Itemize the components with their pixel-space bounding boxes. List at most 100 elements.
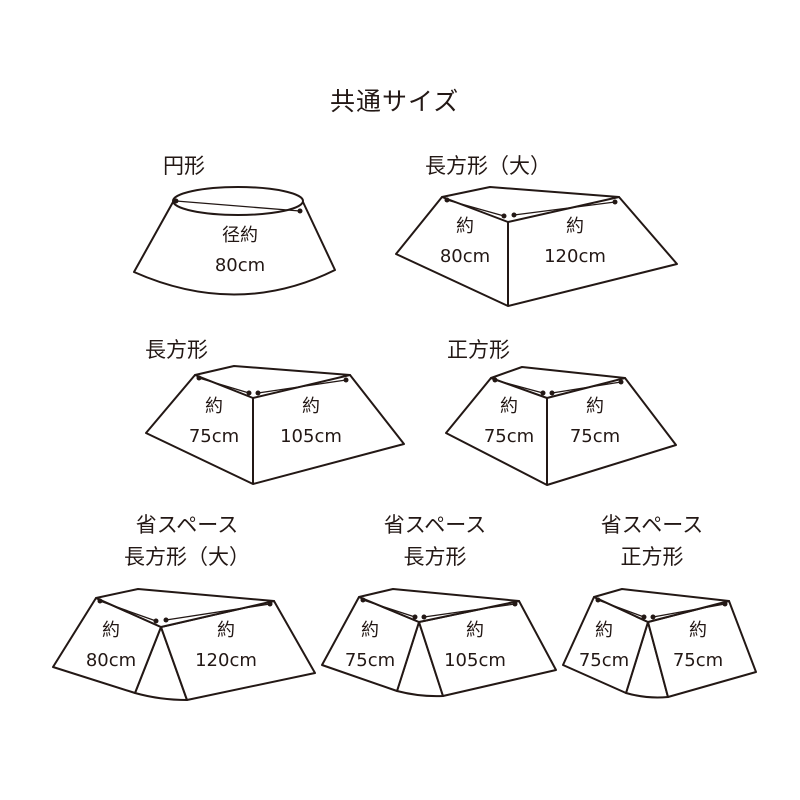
circle-shape-drawing (133, 186, 336, 296)
arrow-end-dot (343, 377, 349, 383)
page-title: 共通サイズ (330, 87, 460, 116)
space-square-depth-arrow (597, 599, 645, 618)
arrow-end-dot (97, 598, 103, 604)
dim-prefix: 約 (465, 620, 484, 641)
circle-diameter-label: 径約 80cm (215, 221, 265, 281)
square-width-arrow (551, 381, 622, 394)
dim-prefix: 約 (586, 396, 604, 417)
arrow-end-dot (595, 597, 601, 603)
space-square-width-arrow (652, 603, 726, 618)
arrow-end-dot (512, 601, 518, 607)
space-rect-depth-label: 約 75cm (345, 616, 395, 676)
dim-value: 120cm (195, 650, 257, 671)
dim-prefix: 約 (216, 620, 235, 641)
shape-name-rect: 長方形 (145, 338, 208, 362)
space-rect-large-width-arrow (165, 603, 271, 621)
space-rect-large-depth-label: 約 80cm (86, 616, 136, 676)
dim-prefix: 径約 (222, 225, 258, 246)
rect-shape-drawing (145, 365, 405, 485)
dim-prefix: 約 (595, 620, 613, 641)
arrow-end-dot (255, 390, 261, 396)
arrow-end-dot (722, 601, 728, 607)
shape-name-rect-large: 長方形（大） (425, 154, 551, 178)
arrow-end-dot (618, 379, 624, 385)
square-width-label: 約 75cm (570, 392, 620, 452)
shape-name-line-2: 長方形（大） (124, 545, 250, 569)
space-rect-large-shape-drawing (52, 588, 316, 701)
space-rect-large-depth-arrow (99, 600, 157, 622)
dim-prefix: 約 (205, 396, 223, 417)
dim-prefix: 約 (689, 620, 707, 641)
dim-value: 75cm (672, 650, 724, 671)
space-square-shape-drawing (562, 588, 757, 699)
shape-name-line-1: 省スペース (383, 513, 487, 537)
arrow-end-dot (511, 212, 517, 218)
shape-name-line-1: 省スペース (135, 513, 239, 537)
dim-prefix: 約 (456, 216, 474, 237)
circle-top (172, 186, 304, 216)
shape-name-space-square: 省スペース 正方形 (601, 509, 703, 573)
rect-top (194, 365, 351, 399)
dim-value: 75cm (483, 426, 535, 447)
dim-value: 105cm (280, 426, 342, 447)
rect-width-label: 約 105cm (280, 392, 342, 452)
arrow-end-dot (650, 614, 656, 620)
arrow-end-dot (360, 597, 366, 603)
circle-diameter-arrow (175, 200, 301, 212)
arrow-end-dot (267, 601, 273, 607)
dim-value: 80cm (214, 255, 266, 276)
dim-prefix: 約 (565, 216, 584, 237)
square-top (490, 366, 626, 399)
square-shape-drawing (445, 366, 677, 486)
arrow-end-dot (612, 199, 618, 205)
dim-prefix: 約 (500, 396, 518, 417)
space-rect-width-arrow (423, 603, 516, 618)
shape-name-line-1: 省スペース (600, 513, 704, 537)
shape-name-line-2: 長方形 (403, 545, 467, 569)
dim-value: 120cm (544, 246, 606, 267)
space-square-depth-label: 約 75cm (579, 616, 629, 676)
arrow-end-dot (492, 377, 498, 383)
space-square-top (593, 588, 730, 623)
square-depth-arrow (494, 379, 544, 394)
shape-name-circle: 円形 (163, 154, 205, 178)
arrow-end-dot (501, 213, 507, 219)
arrow-end-dot (246, 390, 252, 396)
shape-name-square: 正方形 (447, 338, 510, 362)
arrow-end-dot (412, 614, 418, 620)
arrow-end-dot (540, 390, 546, 396)
space-rect-top (358, 588, 520, 623)
rect-large-top (441, 186, 620, 223)
rect-large-depth-arrow (446, 199, 505, 217)
rect-large-width-arrow (513, 201, 616, 216)
dim-value: 75cm (188, 426, 240, 447)
shape-name-space-rect-large: 省スペース 長方形（大） (124, 509, 250, 573)
arrow-end-dot (163, 617, 169, 623)
dim-value: 105cm (444, 650, 506, 671)
rect-depth-label: 約 75cm (189, 392, 239, 452)
shape-name-line-2: 正方形 (620, 545, 684, 569)
space-rect-large-width-label: 約 120cm (195, 616, 257, 676)
dim-value: 75cm (344, 650, 396, 671)
space-rect-width-label: 約 105cm (444, 616, 506, 676)
space-rect-depth-arrow (362, 599, 416, 618)
arrow-end-dot (297, 208, 303, 214)
space-rect-shape-drawing (321, 588, 557, 698)
arrow-end-dot (173, 198, 179, 204)
rect-depth-arrow (198, 377, 250, 394)
dim-value: 75cm (578, 650, 630, 671)
circle-skirt (133, 201, 336, 296)
rect-large-width-label: 約 120cm (544, 212, 606, 272)
dim-prefix: 約 (361, 620, 379, 641)
arrow-end-dot (153, 618, 159, 624)
dim-value: 80cm (85, 650, 137, 671)
arrow-end-dot (549, 390, 555, 396)
arrow-end-dot (421, 614, 427, 620)
space-rect-large-top (95, 588, 275, 628)
dim-value: 80cm (439, 246, 491, 267)
arrow-end-dot (641, 614, 647, 620)
shape-name-space-rect: 省スペース 長方形 (384, 509, 486, 573)
space-square-width-label: 約 75cm (673, 616, 723, 676)
